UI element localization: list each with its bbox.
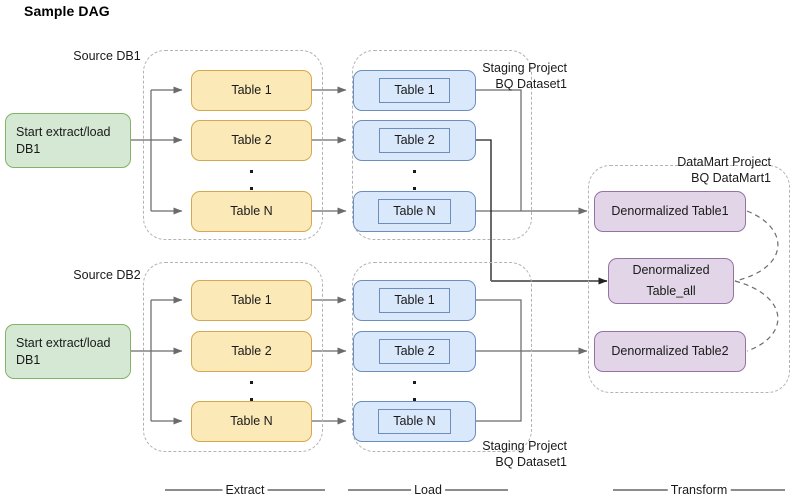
start-node-db2[interactable]: Start extract/load DB1	[5, 324, 131, 379]
load-table-db1-1[interactable]: Table 1	[353, 70, 476, 111]
ellipsis-load-db1	[399, 170, 429, 190]
load-table-db1-n-label: Table N	[378, 199, 451, 224]
caption-source-db1: Source DB1	[73, 49, 141, 63]
group-source-db1	[143, 50, 323, 240]
caption-datamart: DataMart Project BQ DataMart1	[677, 155, 771, 186]
phase-label-extract: Extract	[222, 483, 268, 497]
extract-table-db2-n-label: Table N	[230, 414, 273, 429]
transform-node-table-all-label: Denormalized Table_all	[632, 262, 710, 298]
extract-table-db2-n[interactable]: Table N	[191, 401, 312, 442]
extract-table-db2-2[interactable]: Table 2	[191, 331, 312, 372]
transform-node-table2[interactable]: Denormalized Table2	[594, 331, 746, 372]
group-source-db2	[143, 262, 323, 452]
caption-source-db2: Source DB2	[73, 268, 141, 282]
extract-table-db2-1-label: Table 1	[231, 293, 272, 308]
ellipsis-extract-db1	[236, 170, 266, 190]
group-staging-bottom	[352, 262, 532, 452]
load-table-db2-2[interactable]: Table 2	[353, 331, 476, 372]
load-table-db1-1-label: Table 1	[379, 78, 450, 103]
transform-node-table2-label: Denormalized Table2	[611, 344, 729, 359]
load-table-db2-n[interactable]: Table N	[353, 401, 476, 442]
load-table-db2-1-label: Table 1	[379, 288, 450, 313]
load-table-db1-n[interactable]: Table N	[353, 191, 476, 232]
transform-node-table1-label: Denormalized Table1	[611, 204, 729, 219]
phase-label-transform: Transform	[667, 483, 731, 497]
extract-table-db1-1-label: Table 1	[231, 83, 272, 98]
extract-table-db1-2[interactable]: Table 2	[191, 120, 312, 161]
caption-staging-bottom: Staging Project BQ Dataset1	[482, 439, 567, 470]
load-table-db2-n-label: Table N	[378, 409, 451, 434]
caption-staging-top: Staging Project BQ Dataset1	[482, 61, 567, 92]
start-node-db2-label: Start extract/load DB1	[16, 335, 111, 367]
extract-table-db1-2-label: Table 2	[231, 133, 272, 148]
start-node-db1[interactable]: Start extract/load DB1	[5, 113, 131, 168]
page-title: Sample DAG	[24, 3, 110, 19]
extract-table-db1-n[interactable]: Table N	[191, 191, 312, 232]
ellipsis-load-db2	[399, 381, 429, 401]
load-table-db1-2[interactable]: Table 2	[353, 120, 476, 161]
start-node-db1-label: Start extract/load DB1	[16, 124, 111, 156]
load-table-db2-2-label: Table 2	[379, 339, 450, 364]
group-datamart	[588, 165, 790, 393]
transform-node-table1[interactable]: Denormalized Table1	[594, 191, 746, 232]
extract-table-db2-2-label: Table 2	[231, 344, 272, 359]
group-staging-top	[352, 50, 532, 240]
extract-table-db1-n-label: Table N	[230, 204, 273, 219]
extract-table-db2-1[interactable]: Table 1	[191, 280, 312, 321]
load-table-db2-1[interactable]: Table 1	[353, 280, 476, 321]
load-table-db1-2-label: Table 2	[379, 128, 450, 153]
extract-table-db1-1[interactable]: Table 1	[191, 70, 312, 111]
phase-label-load: Load	[411, 483, 445, 497]
transform-node-table-all[interactable]: Denormalized Table_all	[608, 258, 734, 304]
ellipsis-extract-db2	[236, 381, 266, 401]
